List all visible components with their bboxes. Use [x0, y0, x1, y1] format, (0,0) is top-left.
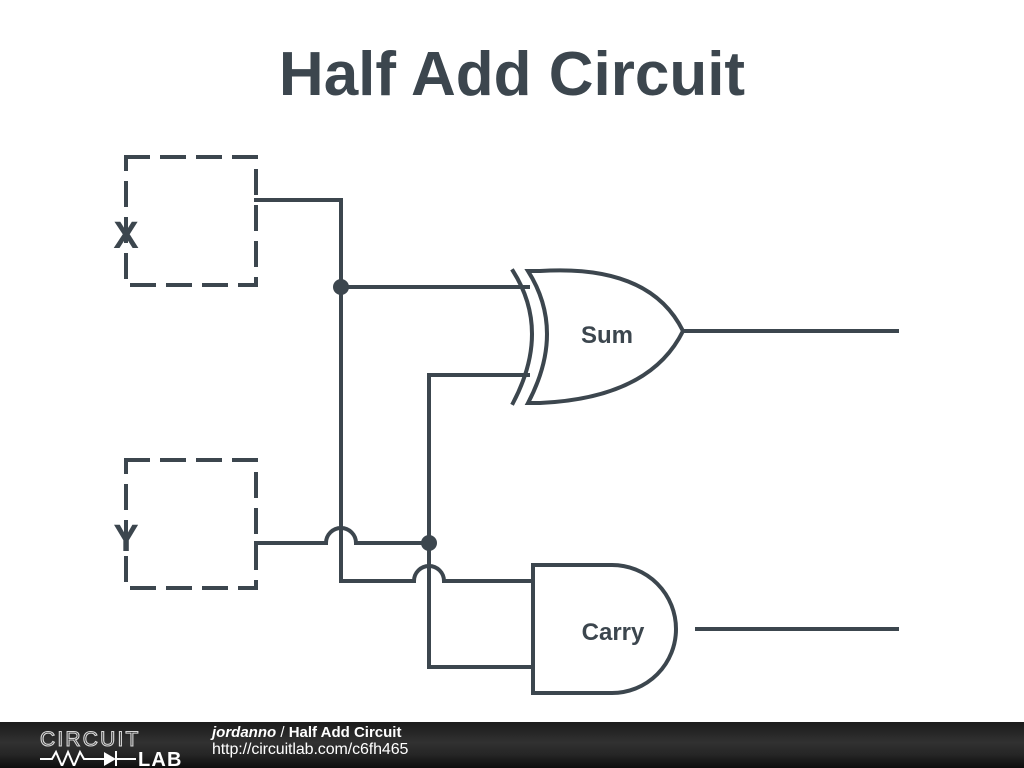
page-title: Half Add Circuit [278, 40, 746, 109]
logo-text-lab: LAB [138, 749, 183, 766]
junction-dot-y [421, 535, 437, 551]
footer-separator: / [276, 724, 289, 741]
wire-y-trunk [254, 526, 431, 545]
logo-text-circuit: CIRCUIT [40, 728, 141, 751]
input-box-y[interactable] [124, 458, 258, 590]
gate-label-sum: Sum [581, 322, 633, 349]
circuit-schematic: X Y Sum Carry [113, 155, 899, 695]
gate-and-carry-body[interactable] [531, 563, 678, 695]
footer-url[interactable]: http://circuitlab.com/c6fh465 [212, 741, 409, 759]
circuitlab-logo[interactable]: CIRCUIT LAB [38, 726, 198, 766]
wire-x-to-and [339, 564, 535, 583]
gate-label-carry: Carry [582, 619, 645, 646]
junction-dot-x [333, 279, 349, 295]
footer-username[interactable]: jordanno [212, 724, 277, 741]
input-label-x: X [113, 215, 139, 257]
footer-credit-line: jordanno / Half Add Circuit [212, 724, 408, 741]
gate-xor-sum-body[interactable] [524, 268, 686, 405]
footer-project-title: Half Add Circuit [288, 724, 402, 741]
resistor-diode-icon [40, 749, 136, 766]
footer-credit: jordanno / Half Add Circuit http://circu… [212, 724, 409, 759]
footer-bar: CIRCUIT LAB jordanno / Half Add Circuit … [0, 722, 1024, 768]
input-box-x[interactable] [124, 155, 258, 287]
input-label-y: Y [113, 518, 138, 560]
gate-xor-sum-inner-arc [510, 268, 534, 406]
wire-x-trunk [254, 198, 343, 583]
